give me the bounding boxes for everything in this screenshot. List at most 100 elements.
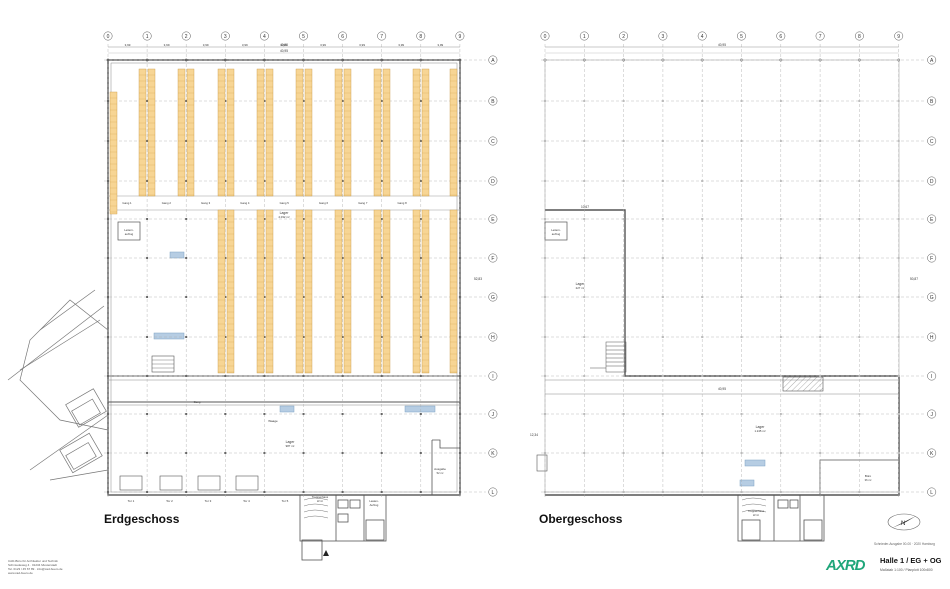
- row-label: J: [930, 412, 933, 418]
- column-post: [897, 491, 900, 493]
- column-post: [185, 413, 188, 415]
- column-post: [146, 452, 149, 454]
- column-post: [701, 59, 704, 61]
- column-post: [263, 140, 266, 142]
- column-post: [419, 491, 422, 493]
- column-post: [302, 413, 305, 415]
- column-post: [107, 296, 109, 298]
- column-post: [458, 218, 461, 220]
- column-post: [779, 100, 782, 102]
- column-bubble: [181, 31, 191, 41]
- column-label: 6: [341, 34, 344, 40]
- column-post: [858, 413, 861, 415]
- row-bubble: [927, 96, 937, 106]
- row-label: D: [491, 179, 495, 185]
- storage-rack: [304, 68, 313, 197]
- office-line: CAD-Büro für Architektur und Technik: [8, 559, 58, 563]
- column-post: [341, 452, 344, 454]
- row-label: E: [491, 217, 495, 223]
- row-label: A: [930, 58, 934, 64]
- row-label: G: [930, 295, 934, 301]
- column-label: 6: [779, 34, 782, 40]
- column-post: [779, 491, 782, 493]
- column-bubble: [416, 31, 426, 41]
- row-label: K: [491, 451, 495, 457]
- column-post: [185, 218, 188, 220]
- column-post: [544, 218, 546, 220]
- column-label: 3: [662, 34, 665, 40]
- column-post: [185, 452, 188, 454]
- column-post: [819, 257, 822, 259]
- column-bubble: [658, 31, 668, 41]
- column-bubble: [619, 31, 629, 41]
- column-label: 7: [819, 34, 822, 40]
- column-post: [897, 100, 900, 102]
- column-post: [858, 375, 861, 377]
- gf-dim-seg: 3,99: [203, 43, 209, 47]
- ground-floor-title: Erdgeschoss: [104, 512, 180, 526]
- storage-rack: [334, 209, 343, 374]
- aisle-label: Gang 7: [358, 201, 368, 205]
- column-bubble: [776, 31, 786, 41]
- column-post: [146, 218, 149, 220]
- row-label: A: [491, 58, 495, 64]
- loading-ramps: [7, 289, 109, 481]
- column-post: [185, 180, 188, 182]
- column-bubble: [815, 31, 825, 41]
- column-bubble: [455, 31, 465, 41]
- column-bubble: [579, 31, 589, 41]
- column-post: [622, 336, 625, 338]
- column-post: [341, 336, 344, 338]
- row-label: G: [491, 295, 495, 301]
- uf-dim-height-2: 12,34: [530, 433, 538, 437]
- column-post: [740, 491, 743, 493]
- column-post: [146, 100, 149, 102]
- column-bubble: [377, 31, 387, 41]
- column-bubble: [894, 31, 904, 41]
- column-post: [740, 100, 743, 102]
- gf-dim-seg: 3,99: [359, 43, 365, 47]
- column-post: [146, 491, 149, 493]
- column-post: [302, 140, 305, 142]
- gf-dim-seg: 3,99: [125, 43, 131, 47]
- column-post: [224, 100, 227, 102]
- row-bubble: [488, 292, 498, 302]
- column-bubble: [220, 31, 230, 41]
- gf-dim-total: 40,95: [280, 43, 288, 47]
- column-post: [341, 218, 344, 220]
- storage-rack: [265, 68, 274, 197]
- office-line: Tel. 0123 / 45 67 89 · info@cad-buero.de: [8, 567, 63, 571]
- uf-stair: [590, 341, 627, 373]
- column-post: [622, 257, 625, 259]
- column-post: [224, 257, 227, 259]
- column-post: [661, 296, 664, 298]
- storage-rack: [382, 68, 391, 197]
- column-post: [544, 375, 546, 377]
- column-bubble: [540, 31, 550, 41]
- uf-buero-area: 36 m²: [865, 478, 872, 482]
- row-label: E: [930, 217, 934, 223]
- gate-label: Tor 3: [205, 499, 212, 503]
- uf-outer-wall: [544, 59, 900, 496]
- column-post: [146, 413, 149, 415]
- column-post: [185, 491, 188, 493]
- column-post: [185, 296, 188, 298]
- column-post: [419, 59, 422, 61]
- column-post: [779, 296, 782, 298]
- column-post: [701, 100, 704, 102]
- row-label: I: [492, 374, 493, 380]
- column-post: [779, 257, 782, 259]
- row-bubble: [927, 371, 937, 381]
- column-post: [380, 491, 383, 493]
- column-post: [146, 59, 149, 61]
- column-post: [661, 413, 664, 415]
- column-post: [701, 296, 704, 298]
- column-post: [224, 218, 227, 220]
- row-bubble: [488, 214, 498, 224]
- row-bubble: [927, 448, 937, 458]
- column-post: [302, 336, 305, 338]
- gf-lager-lower-area: 987 m²: [286, 444, 295, 448]
- gate-label: Tor 5: [282, 499, 289, 503]
- column-label: 1: [146, 34, 149, 40]
- column-post: [185, 257, 188, 259]
